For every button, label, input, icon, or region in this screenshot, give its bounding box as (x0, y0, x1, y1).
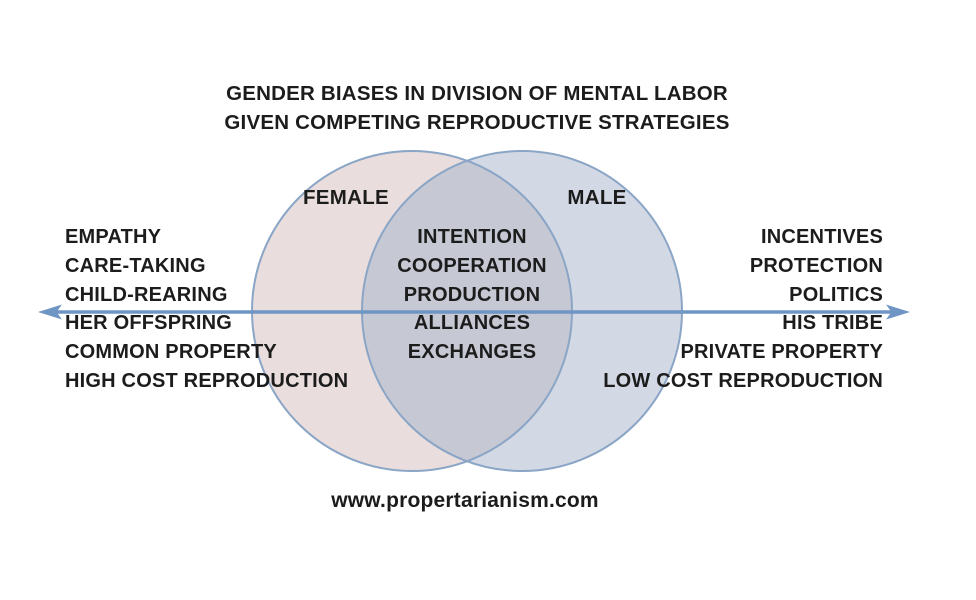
shared-trait-item: COOPERATION (397, 254, 547, 277)
shared-trait-item: INTENTION (417, 226, 527, 248)
female-trait-item: EMPATHY (65, 226, 162, 248)
male-trait-item: PRIVATE PROPERTY (680, 341, 883, 364)
axis-arrowhead-left-icon (38, 304, 62, 320)
shared-trait-item: ALLIANCES (413, 312, 531, 335)
shared-trait-item: EXCHANGES (407, 341, 537, 364)
title-line-2: GIVEN COMPETING REPRODUCTIVE STRATEGIES (224, 111, 730, 134)
axis-arrowhead-right-icon (886, 304, 910, 320)
male-trait-item: LOW COST REPRODUCTION (603, 369, 883, 392)
female-traits-list: EMPATHY CARE-TAKING CHILD-REARING HER OF… (65, 223, 348, 396)
male-trait-item: POLITICS (789, 283, 883, 306)
female-trait-item: CHILD-REARING (65, 283, 228, 306)
male-circle-label: MALE (567, 186, 627, 209)
male-traits-list: INCENTIVES PROTECTION POLITICS HIS TRIBE… (603, 223, 883, 396)
diagram-title: GENDER BIASES IN DIVISION OF MENTAL LABO… (0, 79, 954, 137)
female-trait-item: HER OFFSPRING (65, 312, 233, 335)
female-circle-label: FEMALE (302, 186, 390, 209)
shared-trait-item: PRODUCTION (403, 283, 541, 306)
shared-traits-list: INTENTION COOPERATION PRODUCTION ALLIANC… (352, 223, 592, 367)
female-trait-item: COMMON PROPERTY (65, 341, 277, 364)
site-url: www.propertarianism.com (331, 489, 599, 512)
female-trait-item: CARE-TAKING (65, 254, 206, 277)
title-line-1: GENDER BIASES IN DIVISION OF MENTAL LABO… (226, 82, 728, 105)
male-trait-item: INCENTIVES (760, 226, 883, 248)
male-trait-item: HIS TRIBE (782, 312, 883, 335)
female-trait-item: HIGH COST REPRODUCTION (65, 369, 349, 392)
male-trait-item: PROTECTION (749, 254, 883, 277)
